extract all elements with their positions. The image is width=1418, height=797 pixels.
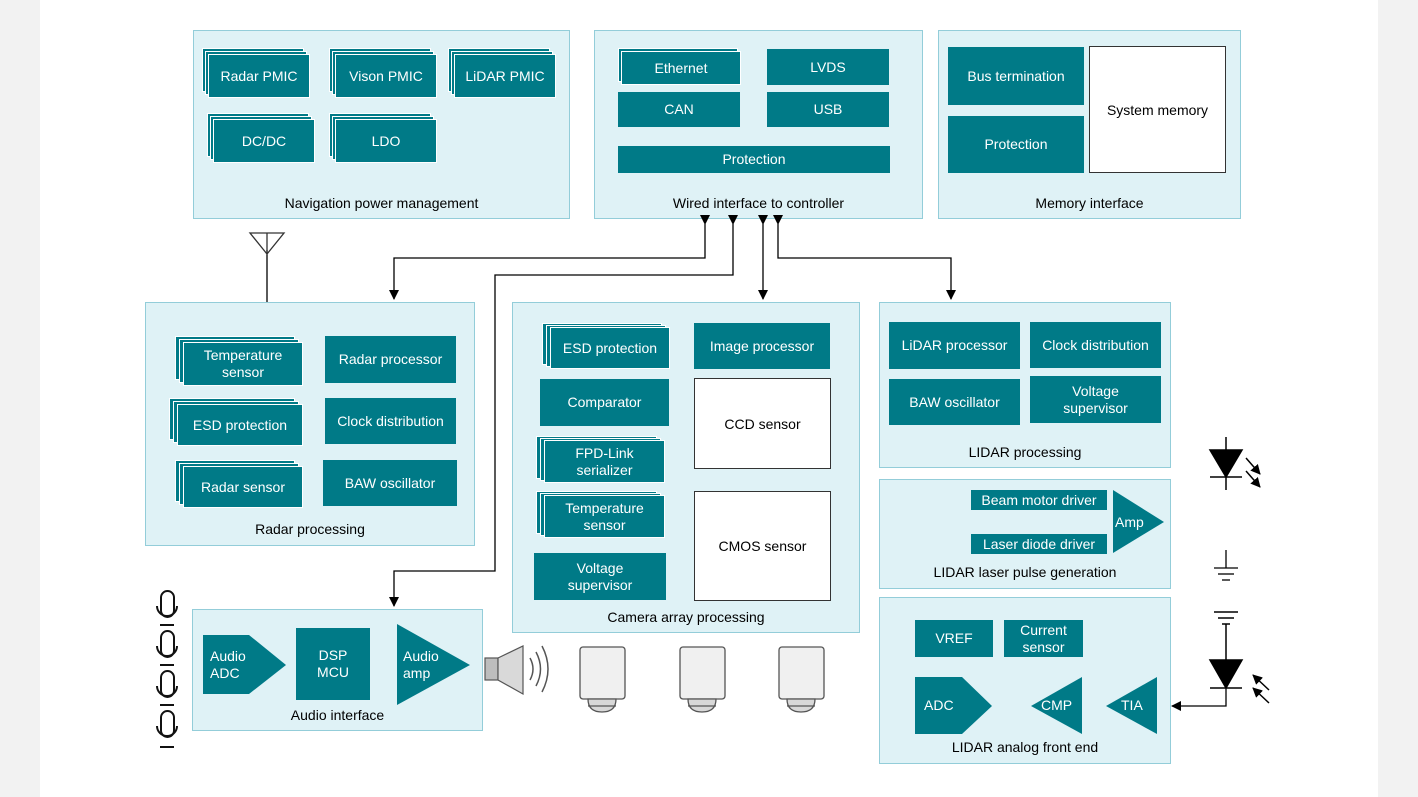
dsp-line1: DSP [318,647,348,663]
ccd-sensor-label: CCD sensor [724,415,801,432]
diagram-canvas: Radar PMIC Vison PMIC LiDAR PMIC DC/DC L… [40,0,1378,797]
antenna-icon [248,232,286,256]
nav-power-title: Navigation power management [284,195,479,211]
lidar-volt-line1: Voltage [1072,382,1119,399]
audio-amp-triangle [397,624,470,705]
amp-label: Amp [1115,514,1144,530]
lidar-pmic-label: LiDAR PMIC [465,67,545,84]
microphone-icon [156,590,178,748]
wired-protection-block: Protection [618,146,890,173]
arrow-photodiode-tia [1171,688,1227,711]
arrow-wired-lidar [773,215,956,300]
radar-temp-sensor-line2: sensor [221,364,265,380]
nav-power-group: Radar PMIC Vison PMIC LiDAR PMIC DC/DC L… [193,30,570,219]
dcdc-label: DC/DC [241,132,287,149]
audio-amp-line2: amp [403,665,431,681]
lidar-baw-oscillator-label: BAW oscillator [909,393,1000,410]
camera-processing-title: Camera array processing [607,609,765,625]
ldo-label: LDO [371,132,401,149]
vref-label: VREF [935,630,973,646]
lidar-baw-oscillator-block: BAW oscillator [889,379,1020,425]
led-icon [1208,437,1261,490]
wired-protection-label: Protection [722,151,786,167]
audio-amp-line1: Audio [403,648,439,664]
vison-pmic-label: Vison PMIC [349,67,423,84]
lidar-processor-label: LiDAR processor [901,337,1008,353]
lidar-clock-distribution-block: Clock distribution [1030,322,1161,368]
system-memory-label: System memory [1106,101,1209,118]
amp-triangle [1113,490,1164,553]
radar-sensor-label: Radar sensor [200,478,286,495]
lidar-afe-title: LIDAR analog front end [951,739,1099,755]
laser-diode-driver-label: Laser diode driver [982,535,1096,552]
ground-icon [1214,550,1238,581]
beam-motor-driver-block: Beam motor driver [971,490,1107,510]
connector-overlay [156,215,1270,748]
lidar-volt-line2: supervisor [1063,399,1128,416]
adc-label: ADC [924,697,954,713]
audio-adc-line2: ADC [210,665,240,681]
can-label: CAN [664,101,694,117]
bus-termination-label: Bus termination [967,67,1065,84]
radar-pmic-label: Radar PMIC [220,67,298,84]
beam-motor-driver-label: Beam motor driver [981,491,1097,508]
current-line2: sensor [1022,638,1065,655]
camera-icon [579,646,825,713]
photodiode-icon [1208,611,1270,704]
lidar-laser-group: Beam motor driver Laser diode driver Amp… [879,479,1171,589]
adc-shape [915,677,992,734]
connector-lines [266,215,1227,711]
cmos-sensor-label: CMOS sensor [718,538,807,554]
audio-adc-line1: Audio [210,648,246,664]
radar-processing-title: Radar processing [255,521,365,537]
memory-interface-group: Bus termination Protection System memory… [938,30,1241,219]
memory-protection-block: Protection [948,116,1084,173]
ethernet-label: Ethernet [654,59,708,76]
can-block: CAN [618,92,740,127]
tia-label: TIA [1121,697,1143,713]
memory-interface-title: Memory interface [1035,195,1144,211]
lidar-clock-distribution-label: Clock distribution [1042,336,1149,353]
usb-block: USB [767,92,889,127]
lvds-label: LVDS [810,58,846,75]
lvds-block: LVDS [767,49,889,85]
wired-interface-title: Wired interface to controller [672,195,845,211]
laser-diode-driver-block: Laser diode driver [971,534,1107,554]
vref-block: VREF [915,620,993,657]
audio-adc-shape [203,635,286,694]
lidar-processing-title: LIDAR processing [968,444,1082,460]
usb-label: USB [813,101,843,117]
radar-temp-sensor-line1: Temperature [203,347,283,363]
dsp-line2: MCU [317,664,349,680]
lidar-laser-title: LIDAR laser pulse generation [933,564,1117,580]
system-memory-block: System memory [1089,46,1226,173]
lidar-processing-group: LiDAR processor Clock distribution BAW o… [879,302,1171,468]
tia-triangle [1106,677,1157,734]
audio-interface-title: Audio interface [290,707,385,723]
bus-termination-block: Bus termination [948,47,1084,105]
cmp-label: CMP [1041,697,1073,713]
lidar-processor-block: LiDAR processor [889,322,1020,369]
cmp-triangle [1031,677,1082,734]
speaker-icon [484,645,549,696]
current-line1: Current [1020,621,1067,638]
memory-protection-label: Protection [984,136,1048,152]
radar-esd-protection-label: ESD protection [192,416,288,433]
arrow-wired-radar [389,215,710,300]
arrow-wired-audio [389,215,738,607]
wired-interface-group: Ethernet LVDS CAN USB Protection Wired i… [594,30,923,219]
